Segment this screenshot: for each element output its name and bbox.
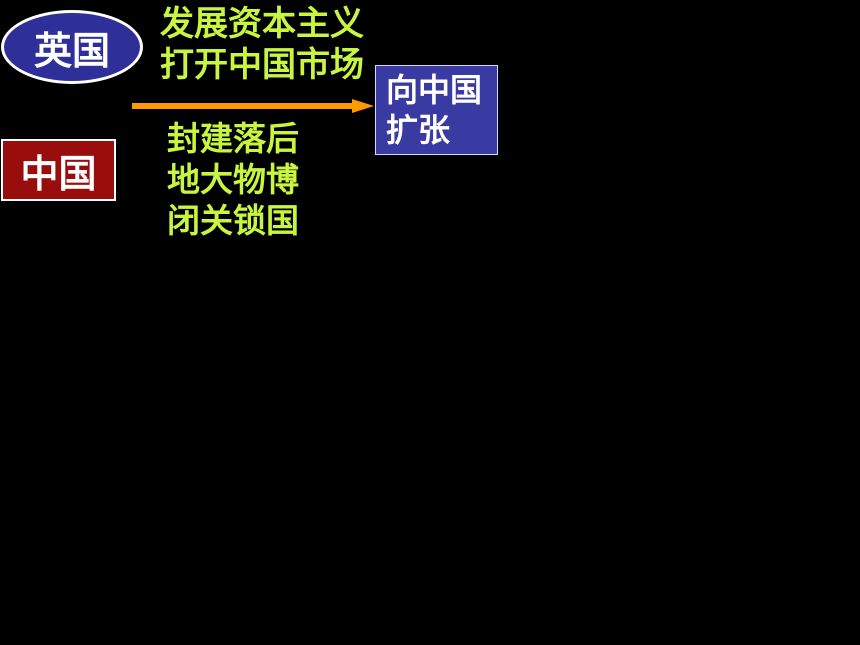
- expand-label-line: 扩张: [386, 111, 451, 149]
- expand-label-line: 向中国: [386, 71, 483, 109]
- britain-node: 英国: [1, 10, 143, 84]
- britain-traits: 发展资本主义 打开中国市场: [160, 4, 364, 86]
- china-trait: 封建落后: [167, 119, 299, 158]
- china-trait: 地大物博: [167, 160, 299, 199]
- expand-to-china-node: 向中国 扩张: [375, 65, 498, 155]
- britain-trait: 发展资本主义: [160, 4, 364, 44]
- china-label: 中国: [20, 151, 97, 196]
- arrow-right-icon: [132, 99, 374, 113]
- china-traits: 封建落后 地大物博 闭关锁国: [167, 118, 299, 241]
- britain-label: 英国: [33, 28, 110, 73]
- china-node: 中国: [1, 139, 116, 201]
- britain-trait: 打开中国市场: [160, 45, 364, 85]
- china-trait: 闭关锁国: [167, 201, 299, 240]
